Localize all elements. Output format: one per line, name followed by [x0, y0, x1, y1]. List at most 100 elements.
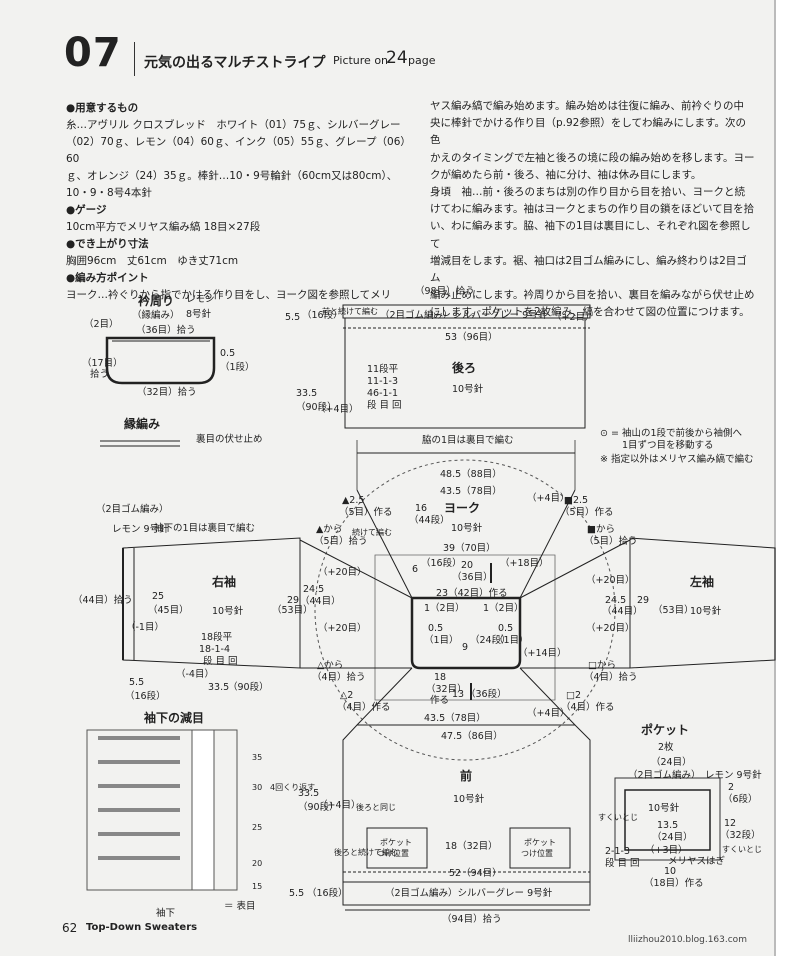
instruction-line: ヤス編み縞で編み始めます。編み始めは往復に編み、前衿ぐりの中 [430, 100, 744, 112]
front-435: 43.5（78目） [424, 712, 486, 724]
collar-36: （36目）拾う [136, 324, 196, 336]
tri-from-a: ▲から [316, 524, 342, 535]
left-sleeve-29: 29 [637, 595, 649, 606]
back-title: 後ろ [452, 360, 476, 375]
collar-05: 0.5 [220, 348, 235, 359]
back-plus4b: （+4目） [527, 492, 570, 504]
sleeve-minus4: （-4目） [176, 668, 214, 680]
pocket-count: 2枚 [658, 741, 674, 753]
tri-make-a: ▲2.5 [342, 495, 364, 506]
back-needle: 10号針 [452, 383, 484, 395]
front-rib: （2目ゴム編み）シルバーグレー 9号針 [385, 887, 553, 899]
back-rows-3: 46-1-1 [367, 388, 398, 399]
pocket-rib-color: レモン 9号針 [705, 769, 762, 781]
pocket-needle: 10号針 [648, 802, 680, 814]
sq-make-a: ■2.5 [564, 495, 588, 506]
back-55: 5.5 [285, 312, 300, 323]
plus20-a: （+20目） [318, 566, 367, 578]
sleeve-245: 24.5 [303, 584, 324, 595]
instruction-line: けてわに編みます。袖はヨークとまちの作り目の鎖をほどいて目を拾 [430, 203, 755, 216]
front-title: 前 [460, 768, 472, 783]
back-16: （16段） [302, 309, 343, 321]
decrease-repeat: 4回くり返す [270, 783, 315, 792]
materials-line: 糸…アヴリル クロスブレッド ホワイト（01）75ｇ、シルバーグレー [66, 119, 401, 131]
sleeve-45: （45目） [148, 604, 189, 616]
legend-note-2: 1目ずつ目を移動する [622, 439, 714, 451]
legend-note-1: ⊙ = 袖山の1段で前後から袖側へ [600, 427, 743, 439]
front-475: 47.5（86目） [441, 730, 503, 742]
pocket-10: 10 [664, 866, 676, 877]
sleeve-under-note: 袖下の1目は裏目で編む [154, 522, 255, 534]
yoke-05b: 0.5 [498, 623, 513, 634]
yoke-9: 9 [462, 642, 468, 653]
pocket-pos-left-2: つけ位置 [377, 848, 409, 858]
collar-2: （2目） [84, 318, 119, 330]
pocket-step: 段 目 回 [605, 857, 640, 869]
yoke-needle: 10号針 [451, 522, 483, 534]
front-back-same: 後ろと同じ [356, 802, 396, 812]
sleeve-18b: 18-1-4 [199, 644, 230, 655]
instruction-line: 増減目をします。裾、袖口は2目ゴム編みにし、編み終わりは2目ゴム [430, 254, 747, 285]
sleeve-29: 29 [287, 595, 299, 606]
page-number: 62 [62, 921, 78, 935]
yoke-36: （36目） [452, 571, 493, 583]
sleeve-16: （16段） [125, 690, 166, 702]
pattern-number: 07 [64, 30, 122, 76]
sleeve-rib: （2目ゴム編み） [96, 503, 169, 515]
back-side: 脇の1目は裏目で編む [422, 434, 514, 446]
materials-line: 10・9・8号4本針 [66, 187, 152, 199]
back-plus4: （+4目） [316, 403, 359, 415]
tri-make-d: △2 [340, 690, 353, 701]
picture-on-label: Picture on [333, 54, 389, 67]
pocket-2: 2 [728, 782, 734, 793]
yoke-20: 20 [461, 560, 473, 571]
back-98: （98目）拾う [415, 285, 475, 297]
instruction-line: 編み止めにします。衿周りから目を拾い、裏目を編みながら伏せ止め [430, 289, 755, 302]
collar-color: レモン [186, 294, 215, 305]
collar-17: （17目） [82, 357, 123, 369]
watermark: lliizhou2010.blog.163.com [628, 935, 747, 945]
sq-from-c2: （4目）拾う [584, 671, 638, 683]
pocket-32: （32段） [720, 829, 761, 841]
sleeve-18: 18段平 [201, 631, 233, 643]
front-cont: 後ろと続けて編む [334, 847, 398, 857]
decrease-row-35: 35 [252, 753, 262, 762]
edge-title: 縁編み [124, 416, 160, 431]
front-335: 33.5 [298, 788, 319, 799]
decrease-row-30: 30 [252, 783, 262, 792]
plus20-d: （+20目） [586, 622, 635, 634]
sq-make-d: □2 [566, 690, 581, 701]
sq-make-a2: （5目）作る [560, 506, 614, 518]
back-rib: （2目ゴム編み）シルバーグレー 9号針 [380, 309, 548, 321]
back-rows-1: 11段平 [367, 363, 399, 375]
tri-make-a2: （5目）作る [339, 506, 393, 518]
yoke-23: 23（42目）作る [436, 587, 508, 599]
size-text: 胸囲96cm 丈61cm ゆき丈71cm [66, 255, 239, 267]
sleeve-44b: （44目） [300, 595, 341, 607]
yoke-plus14: （+14目） [518, 647, 567, 659]
method-line: ヨーク…衿ぐりから指でかける作り目をし、ヨーク図を参照してメリ [66, 289, 392, 301]
book-title: Top-Down Sweaters [86, 922, 198, 933]
collar-needle: 8号針 [186, 308, 212, 320]
picture-page-number: 24 [386, 48, 408, 68]
picture-page-word: page [408, 54, 436, 67]
yoke-36b: （36段） [466, 688, 507, 700]
left-sleeve-53: （53目） [653, 604, 694, 616]
yoke-6: 6 [412, 564, 418, 575]
pocket-rib: （2目ゴム編み） [628, 769, 701, 781]
method-heading: ●編み方ポイント [66, 272, 149, 284]
sleeve-44: （44目）拾う [73, 594, 133, 606]
legend-note-3: ※ 指定以外はメリヤス編み縞で編む [600, 453, 753, 465]
left-sleeve-245: 24.5 [605, 595, 626, 606]
pocket-side-left: すくいとじ [598, 813, 638, 822]
yoke-39: 39（70目） [443, 542, 496, 554]
back-front-cont: 前と続けて編む [322, 306, 378, 316]
front-94: （94目）拾う [442, 913, 502, 925]
pocket-pos-left: ポケット [380, 838, 412, 847]
instruction-line: かえのタイミングで左袖と後ろの境に段の編み始めを移します。ヨー [430, 151, 755, 164]
yoke-44: （44段） [409, 514, 450, 526]
yoke-18: 18 [434, 672, 446, 683]
gauge-text: 10cm平方でメリヤス編み縞 18目×27段 [66, 221, 261, 233]
pocket-24b: （24目） [652, 831, 693, 843]
